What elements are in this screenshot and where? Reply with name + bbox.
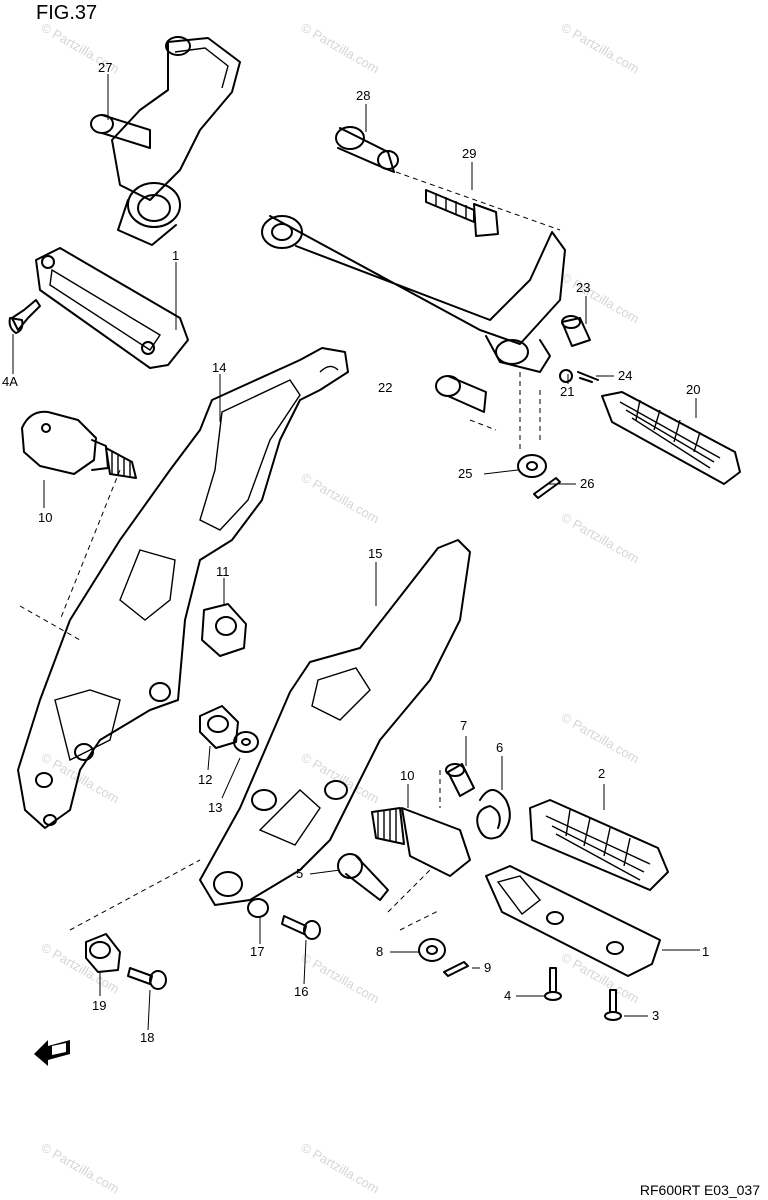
callout-16: 16 (294, 984, 308, 999)
callout-27: 27 (98, 60, 112, 75)
part-29-bolt (425, 189, 499, 237)
watermark: © Partzilla.com (559, 950, 642, 1007)
callout-28: 28 (356, 88, 370, 103)
watermark: © Partzilla.com (299, 950, 382, 1007)
callout-29: 29 (462, 146, 476, 161)
watermark: © Partzilla.com (299, 470, 382, 527)
figure-title: FIG.37 (36, 2, 98, 24)
part-1-footpeg-lower (485, 865, 661, 977)
callout-4a: 4A (2, 374, 18, 389)
part-22-pin (435, 375, 487, 413)
leader-lines (12, 74, 700, 1031)
part-14-frame-bracket (17, 347, 349, 829)
part-8-washer (418, 938, 446, 962)
callout-11: 11 (216, 564, 230, 579)
callout-22: 22 (378, 380, 392, 395)
callout-25: 25 (458, 466, 472, 481)
part-26-cotter-pin (533, 477, 561, 499)
part-24-pin (577, 371, 599, 383)
part-7-pivot-pin (445, 763, 475, 797)
callout-3: 3 (652, 1008, 659, 1023)
watermark: © Partzilla.com (559, 270, 642, 327)
callout-labels: 27 1 4A 14 10 11 28 29 23 24 22 21 20 25… (2, 60, 709, 1045)
callout-13: 13 (208, 800, 222, 815)
part-5-pin (337, 853, 389, 901)
part-4a-bolt (8, 299, 41, 334)
part-27-bracket (90, 36, 241, 246)
part-15-footrest-bracket (199, 539, 471, 906)
part-3-bolt (604, 989, 622, 1021)
callout-26: 26 (580, 476, 594, 491)
part-6-spring (476, 789, 511, 840)
callout-18: 18 (140, 1030, 154, 1045)
callout-21: 21 (560, 384, 574, 399)
callout-8: 8 (376, 944, 383, 959)
callout-24: 24 (618, 368, 632, 383)
part-12-collar (199, 705, 239, 749)
part-9-cotter-pin (443, 961, 469, 977)
callout-19: 19 (92, 998, 106, 1013)
part-18-bolt (127, 967, 167, 990)
front-direction-arrow-icon (34, 1040, 70, 1066)
part-13-washer (233, 731, 259, 753)
watermark: © Partzilla.com (559, 20, 642, 77)
part-22-heel-guard-arm (261, 215, 566, 373)
assembly-lines (19, 171, 561, 931)
part-4-bolt (544, 967, 562, 1001)
callout-20: 20 (686, 382, 700, 397)
part-2-footpeg-rubber (529, 799, 669, 891)
callout-15: 15 (368, 546, 382, 561)
part-1-footrest-bracket-upper (35, 247, 189, 369)
callout-14: 14 (212, 360, 226, 375)
part-10-adjuster-lower (371, 807, 471, 877)
callout-9: 9 (484, 960, 491, 975)
part-11-bushing (201, 603, 247, 657)
callout-1: 1 (172, 248, 179, 263)
part-28-footrest-arm (335, 126, 399, 173)
part-16-bolt (281, 915, 321, 940)
callout-17: 17 (250, 944, 264, 959)
callout-7: 7 (460, 718, 467, 733)
callout-2: 2 (598, 766, 605, 781)
callout-5: 5 (296, 866, 303, 881)
part-19-collar (85, 933, 121, 973)
part-17-washer (247, 898, 269, 918)
part-23-spring (561, 315, 591, 347)
part-20-footpeg-rubber (601, 391, 741, 485)
diagram-code: RF600RT E03_037 (639, 1182, 760, 1198)
callout-12: 12 (198, 772, 212, 787)
callout-23: 23 (576, 280, 590, 295)
part-25-washer (517, 454, 547, 478)
callout-6: 6 (496, 740, 503, 755)
watermark: © Partzilla.com (39, 1140, 122, 1197)
watermark: © Partzilla.com (299, 1140, 382, 1197)
part-10-adjuster-upper (21, 410, 137, 479)
callout-4: 4 (504, 988, 511, 1003)
callout-1: 1 (702, 944, 709, 959)
watermark: © Partzilla.com (559, 510, 642, 567)
callout-10: 10 (400, 768, 414, 783)
watermark: © Partzilla.com (559, 710, 642, 767)
part-21-ball (559, 369, 573, 383)
watermark: © Partzilla.com (299, 20, 382, 77)
callout-10: 10 (38, 510, 52, 525)
